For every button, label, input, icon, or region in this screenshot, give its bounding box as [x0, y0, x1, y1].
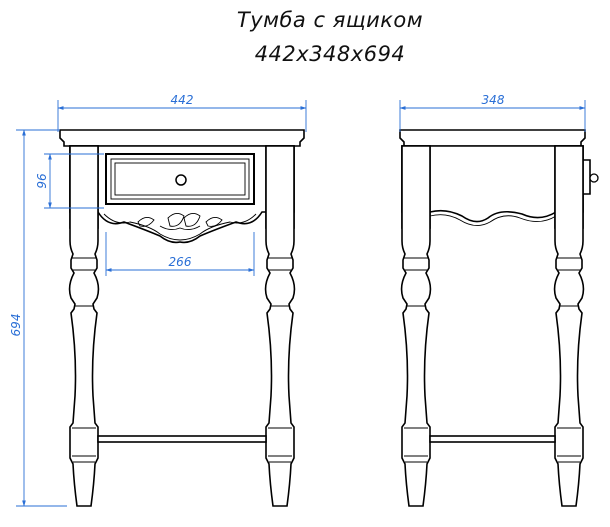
- dim-front-width: 442: [171, 93, 194, 107]
- dim-height: 694: [9, 314, 23, 337]
- dim-side-depth: 348: [482, 93, 505, 107]
- dim-drawer-height: 96: [35, 173, 49, 189]
- side-tabletop: [399, 129, 586, 147]
- side-drawer-knob: [582, 159, 591, 195]
- front-view: [59, 129, 305, 507]
- drawer-knob: [175, 174, 187, 186]
- side-apron: [401, 145, 584, 223]
- dimension-labels: 442 348 694 96 266: [9, 93, 505, 336]
- side-view: [399, 129, 599, 507]
- front-stretcher: [97, 435, 267, 443]
- side-leg-left: [400, 145, 432, 507]
- dimension-lines: [16, 100, 586, 507]
- drawing-title: Тумба с ящиком: [236, 8, 424, 32]
- drawing-size-title: 442x348x694: [254, 42, 406, 66]
- front-tabletop: [59, 129, 305, 147]
- dim-apron-width: 266: [169, 255, 192, 269]
- front-leg-left: [68, 145, 100, 507]
- side-stretcher: [429, 435, 556, 443]
- side-leg-right: [553, 145, 585, 507]
- front-leg-right: [264, 145, 296, 507]
- apron-carving: [103, 213, 257, 241]
